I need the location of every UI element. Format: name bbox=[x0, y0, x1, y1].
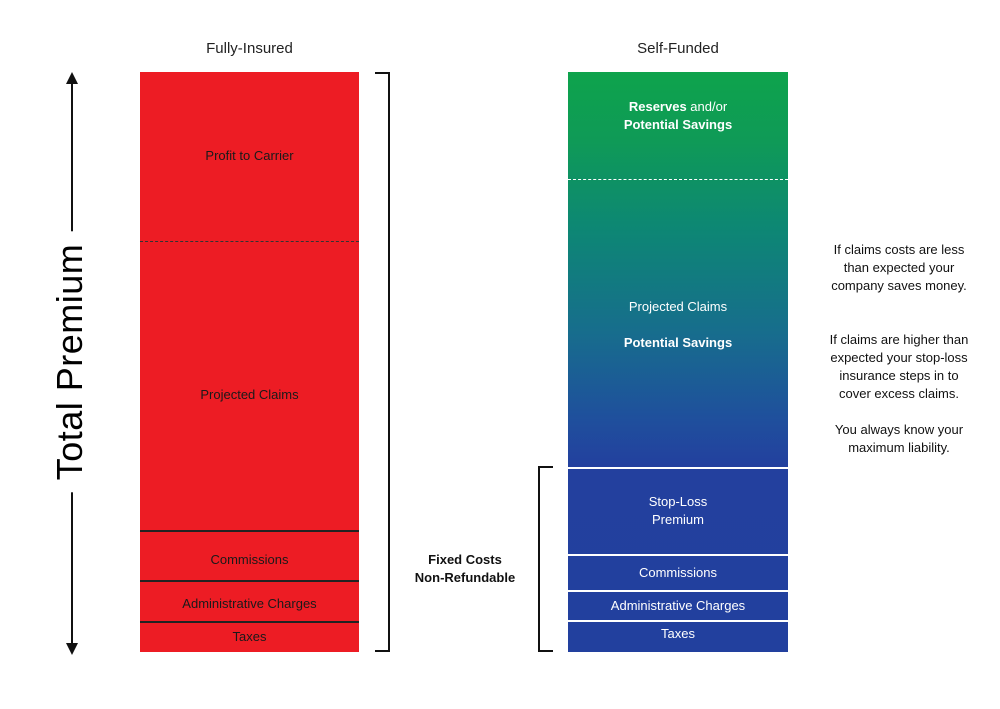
potential-savings-mid-label: Potential Savings bbox=[623, 335, 733, 350]
self-funded-column: Reserves and/or Potential Savings Projec… bbox=[568, 72, 788, 652]
reserves-label: Reserves and/or bbox=[568, 98, 788, 116]
profit-to-carrier-label: Profit to Carrier bbox=[205, 148, 294, 163]
reserves-rest: and/or bbox=[686, 99, 728, 114]
note-line: You always know your bbox=[834, 422, 964, 437]
stop-loss-line1: Stop-Loss bbox=[648, 494, 708, 509]
fi-commissions-label: Commissions bbox=[210, 552, 289, 567]
stop-loss-line2: Premium bbox=[651, 512, 704, 527]
note-line: cover excess claims. bbox=[839, 386, 959, 401]
fi-divider-taxes bbox=[140, 621, 359, 623]
fi-admin-label: Administrative Charges bbox=[182, 596, 317, 611]
note-line: If claims are higher than bbox=[829, 332, 969, 347]
sf-divider-commissions bbox=[568, 554, 788, 556]
note-line: company saves money. bbox=[831, 278, 967, 293]
arrow-up-icon bbox=[66, 72, 78, 84]
note-line: If claims costs are less bbox=[833, 242, 965, 257]
note-line: than expected your bbox=[843, 260, 955, 275]
note-line: insurance steps in to bbox=[839, 368, 959, 383]
fully-insured-bracket bbox=[375, 72, 390, 652]
sf-commissions-label: Commissions bbox=[638, 565, 717, 580]
potential-savings-top-label: Potential Savings bbox=[623, 117, 733, 132]
note-claims-less: If claims costs are less than expected y… bbox=[808, 241, 990, 295]
fully-insured-title: Fully-Insured bbox=[206, 40, 293, 57]
sf-dashed-divider bbox=[568, 179, 788, 180]
fixed-costs-line2: Non-Refundable bbox=[414, 570, 516, 585]
sf-divider-stop-loss bbox=[568, 467, 788, 469]
note-line: expected your stop-loss bbox=[830, 350, 968, 365]
note-claims-higher: If claims are higher than expected your … bbox=[808, 331, 990, 403]
fi-taxes-label: Taxes bbox=[232, 629, 267, 644]
fully-insured-column: Profit to Carrier Projected Claims Commi… bbox=[140, 72, 359, 652]
sf-projected-claims-label: Projected Claims bbox=[628, 299, 728, 314]
fixed-costs-line1: Fixed Costs bbox=[428, 552, 502, 567]
self-funded-bracket bbox=[538, 466, 553, 652]
self-funded-title: Self-Funded bbox=[637, 40, 719, 57]
fi-dashed-divider bbox=[140, 241, 359, 242]
fi-divider-admin bbox=[140, 580, 359, 582]
fi-projected-claims-label: Projected Claims bbox=[200, 387, 299, 402]
sf-admin-label: Administrative Charges bbox=[610, 598, 746, 613]
sf-divider-taxes bbox=[568, 620, 788, 622]
total-premium-label: Total Premium bbox=[49, 231, 91, 493]
arrow-down-icon bbox=[66, 643, 78, 655]
fixed-costs-label: Fixed Costs Non-Refundable bbox=[402, 551, 528, 587]
sf-taxes-label: Taxes bbox=[661, 626, 695, 641]
fi-divider-commissions bbox=[140, 530, 359, 532]
sf-divider-admin bbox=[568, 590, 788, 592]
note-line: maximum liability. bbox=[848, 440, 950, 455]
note-liability: You always know your maximum liability. bbox=[808, 421, 990, 457]
reserves-bold: Reserves bbox=[628, 99, 687, 114]
